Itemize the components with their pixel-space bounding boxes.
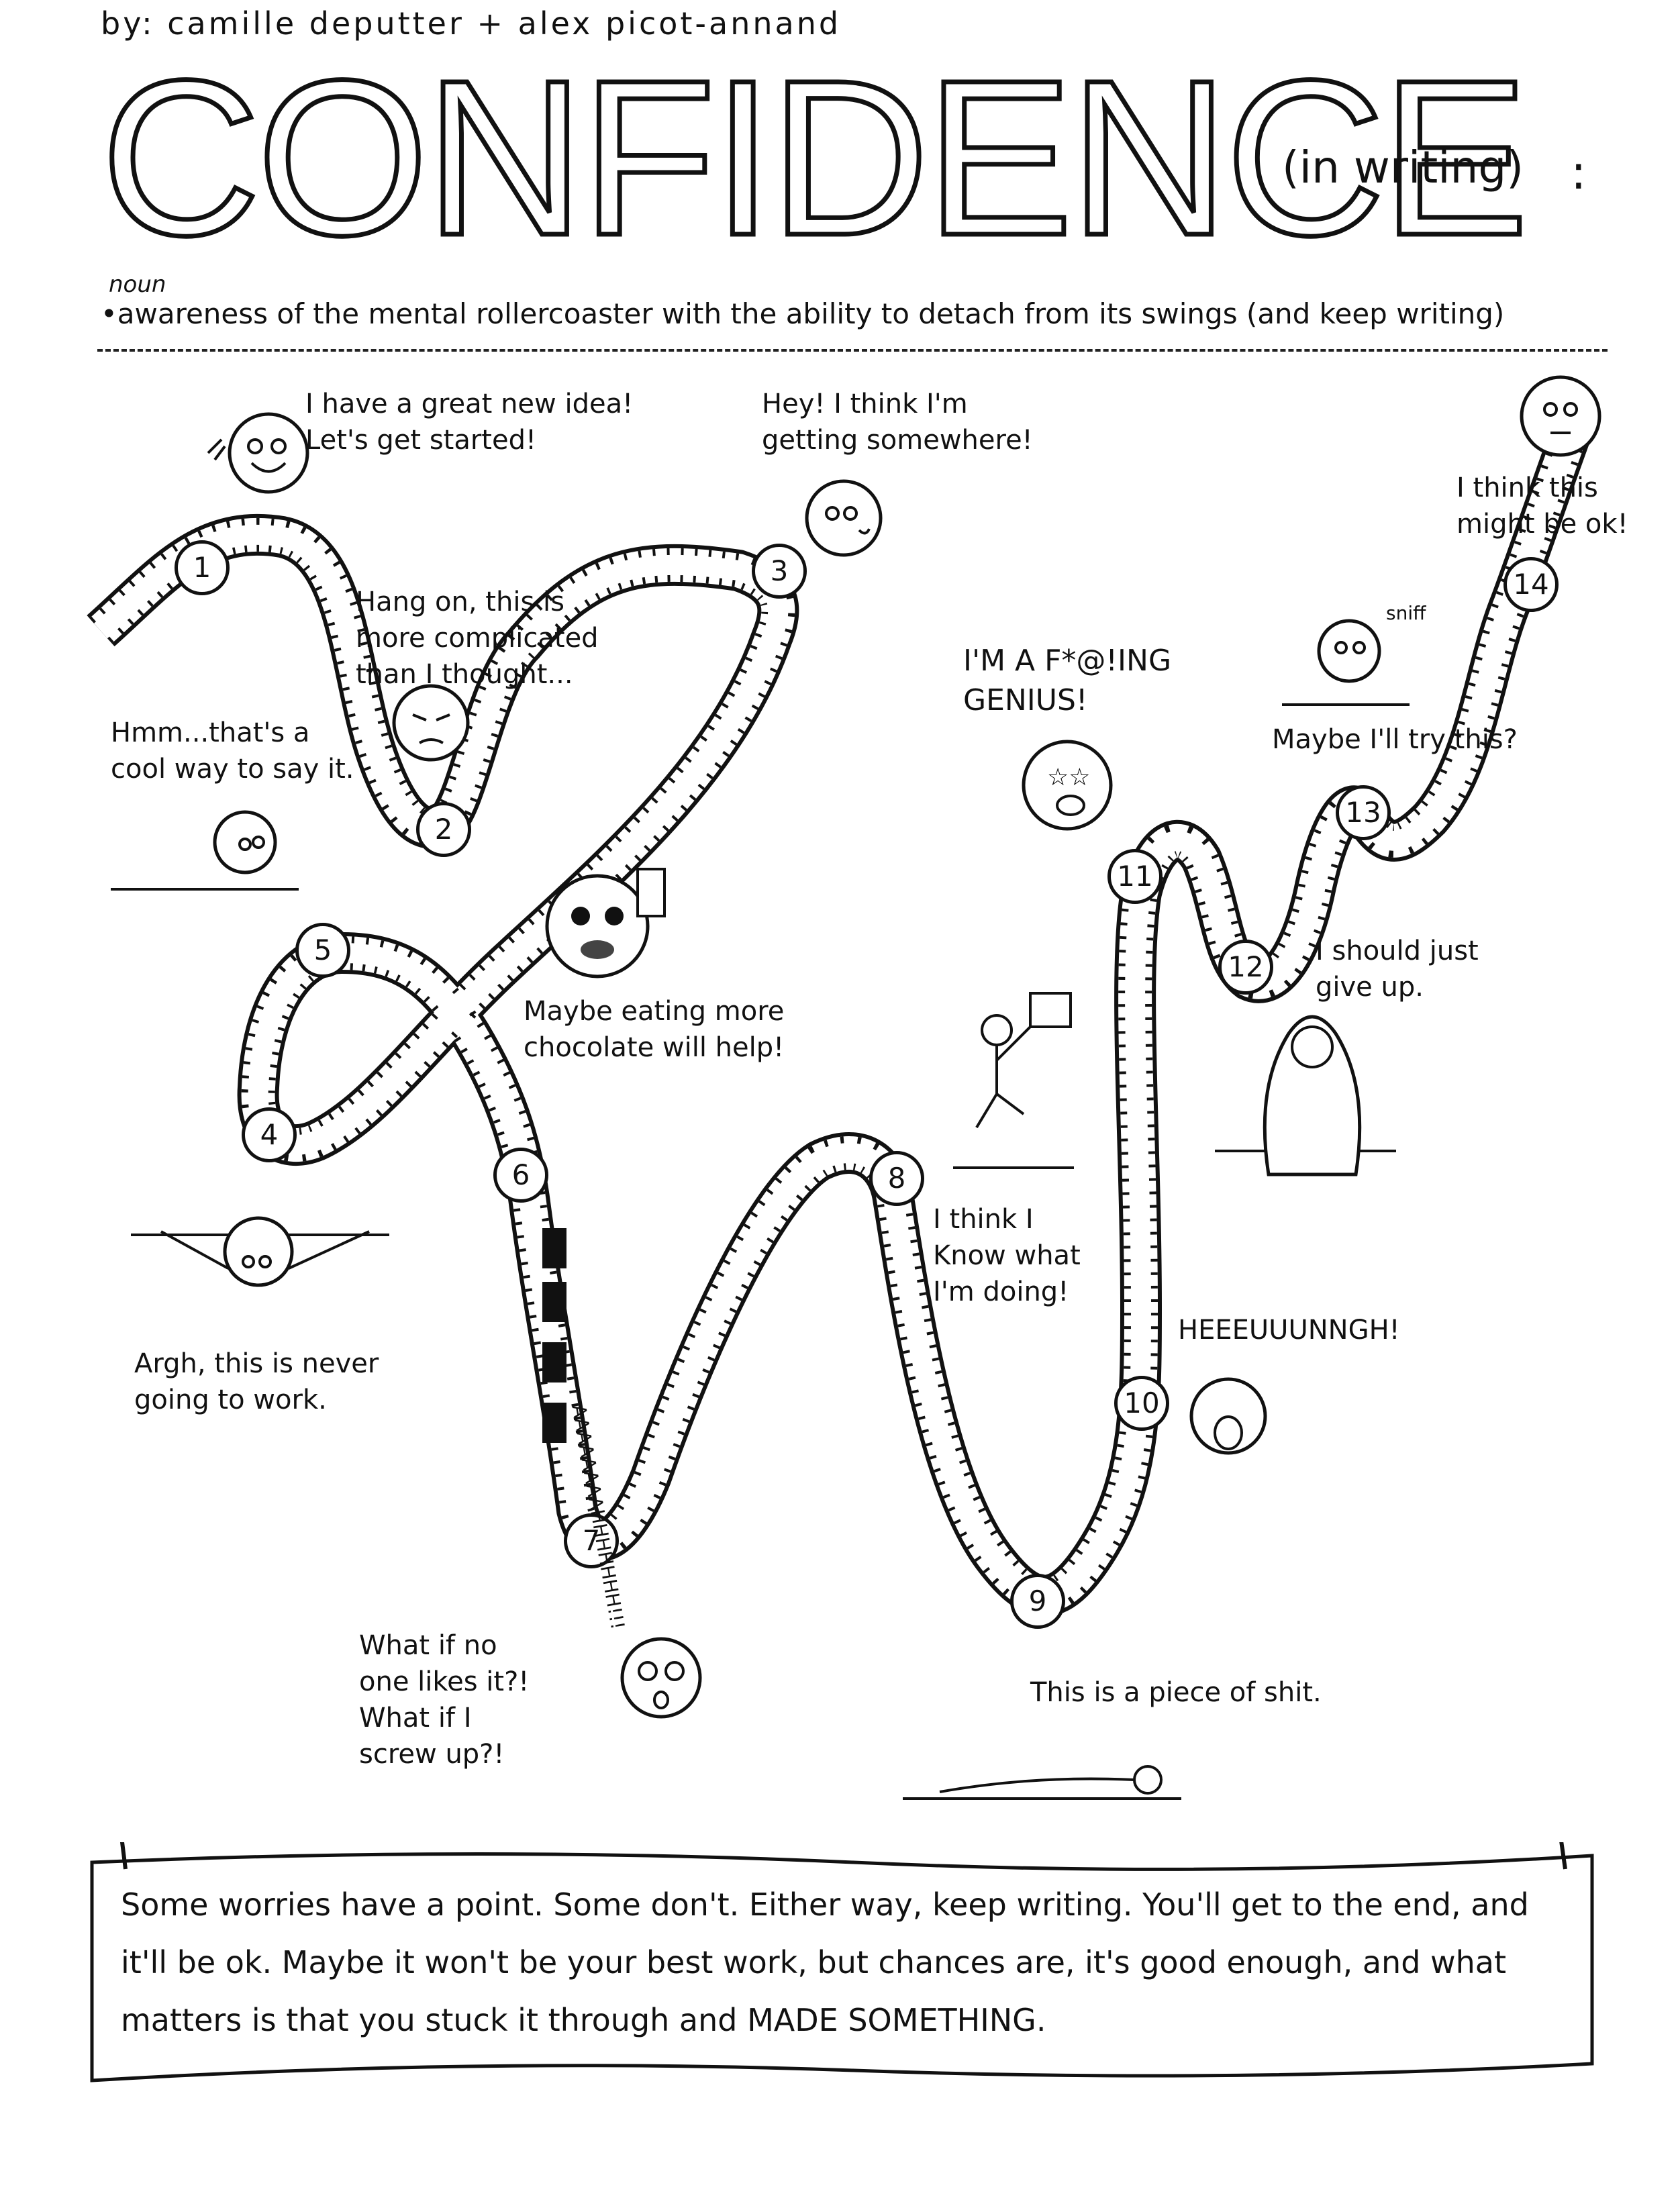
happy-face-icon <box>207 412 309 494</box>
station-10: 10 <box>1114 1376 1169 1431</box>
quote-might-be-ok: I think this might be ok! <box>1457 472 1628 540</box>
station-12: 12 <box>1218 940 1273 995</box>
coaster-riders-icon <box>542 1228 566 1443</box>
station-2: 2 <box>416 802 471 857</box>
crying-face-icon <box>1189 1377 1267 1455</box>
quote-complicated: Hang on, this is more complicated than I… <box>356 587 599 690</box>
station-3: 3 <box>752 544 807 599</box>
pin-icon <box>119 1842 128 1870</box>
quote-getting-somewhere: Hey! I think I'm getting somewhere! <box>762 389 1033 456</box>
leaning-person-icon <box>213 810 277 874</box>
chocolate-face-icon <box>545 868 666 978</box>
station-5: 5 <box>295 923 350 978</box>
quote-give-up: I should just give up. <box>1316 936 1479 1003</box>
collapsed-person-icon <box>160 1216 370 1287</box>
station-13: 13 <box>1336 785 1391 840</box>
worried-face-icon <box>620 1637 702 1719</box>
station-8: 8 <box>869 1151 924 1206</box>
banner-message: Some worries have a point. Some don't. E… <box>121 1887 1529 2038</box>
quote-sniff: sniff <box>1386 602 1426 624</box>
frown-face-icon <box>392 684 470 762</box>
byline: by: camille deputter + alex picot-annand <box>101 5 842 42</box>
divider <box>97 349 1608 352</box>
quote-cool-way: Hmm...that's a cool way to say it. <box>111 717 354 785</box>
part-of-speech: noun <box>109 271 166 298</box>
quote-genius: I'M A F*@!ING GENIUS! <box>963 644 1172 718</box>
quote-try-this: Maybe I'll try this? <box>1272 724 1518 755</box>
station-6: 6 <box>493 1148 548 1203</box>
svg-text:☆☆: ☆☆ <box>1047 764 1091 791</box>
quote-what-if: What if no one likes it?! What if I scre… <box>359 1630 530 1770</box>
banner-scroll <box>90 1842 1594 2082</box>
quote-heeeuunngh: HEEEUUUNNGH! <box>1178 1315 1400 1346</box>
lying-person-icon <box>939 1765 1163 1795</box>
station-9: 9 <box>1010 1574 1065 1629</box>
pin-icon <box>1559 1842 1567 1870</box>
station-7: 7 <box>564 1513 619 1568</box>
quote-never-work: Argh, this is never going to work. <box>134 1348 379 1415</box>
quote-great-idea: I have a great new idea! Let's get start… <box>305 389 634 456</box>
star-eyes-face-icon: ☆☆ <box>1022 740 1113 831</box>
quote-piece-of-shit: This is a piece of shit. <box>1030 1677 1322 1708</box>
quote-chocolate: Maybe eating more chocolate will help! <box>524 996 785 1063</box>
definition: •awareness of the mental rollercoaster w… <box>101 297 1505 330</box>
page-subtitle: (in writing) <box>1282 142 1524 193</box>
station-1: 1 <box>175 540 230 595</box>
station-14: 14 <box>1503 557 1559 612</box>
station-4: 4 <box>242 1107 297 1162</box>
page-title: CONFIDENCE <box>99 34 1532 281</box>
station-11: 11 <box>1107 849 1163 904</box>
smirk-face-icon <box>805 479 883 557</box>
quote-know-doing: I think I Know what I'm doing! <box>933 1204 1081 1307</box>
sad-face-icon <box>1317 619 1381 683</box>
subtitle-colon: : <box>1571 145 1587 200</box>
blanket-person-icon <box>1263 1015 1362 1176</box>
jumping-person-icon <box>975 992 1072 1129</box>
calm-face-icon <box>1520 375 1601 457</box>
